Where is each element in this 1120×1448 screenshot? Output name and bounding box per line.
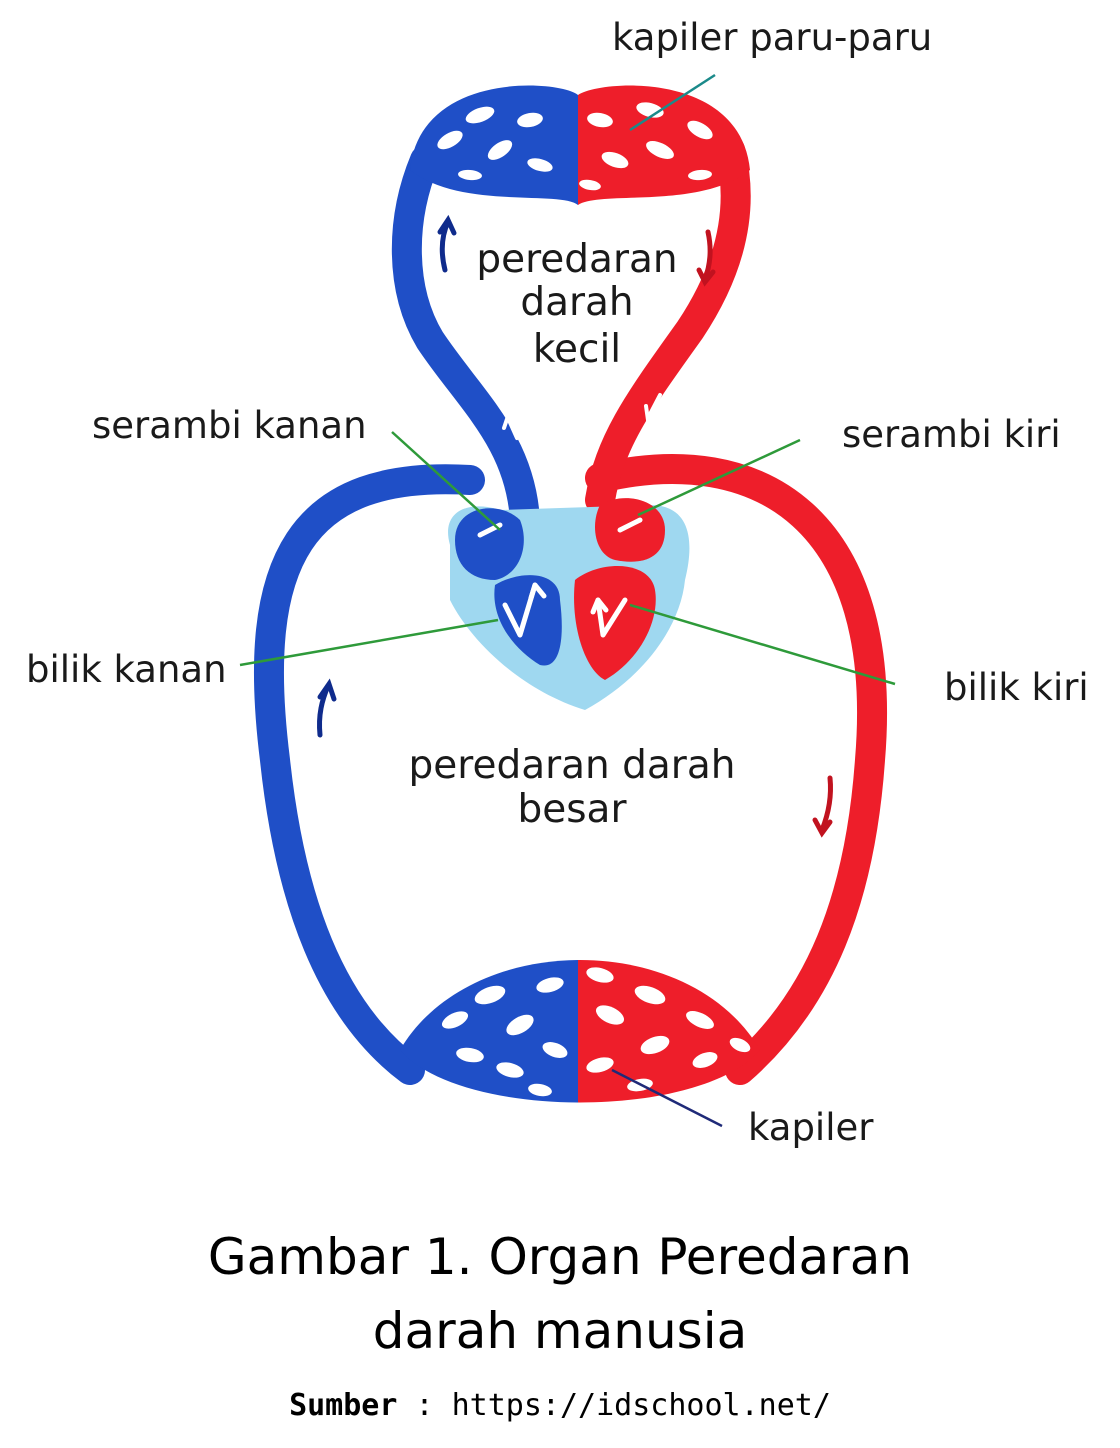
- source-credit: Sumber : https://idschool.net/: [0, 1388, 1120, 1423]
- label-kapiler: kapiler: [748, 1106, 874, 1149]
- body-capillary-bed: [400, 960, 760, 1103]
- pointer-kapiler-paru: [629, 73, 716, 132]
- flow-arrow-systemic-down: [812, 775, 833, 838]
- pulmonary-vein-red: [585, 135, 751, 515]
- label-peredaran-kecil-2: darah: [520, 280, 633, 325]
- flow-arrow-right-down: [696, 229, 716, 287]
- label-serambi-kiri: serambi kiri: [842, 413, 1061, 456]
- label-peredaran-besar-1: peredaran darah: [409, 743, 736, 788]
- heart: [448, 498, 690, 710]
- source-separator: :: [397, 1388, 452, 1423]
- right-atrium: [455, 508, 524, 580]
- pointer-bilik-kanan: [239, 618, 499, 667]
- left-ventricle: [574, 566, 656, 680]
- pointer-kapiler: [611, 1068, 723, 1128]
- label-kapiler-paru: kapiler paru-paru: [612, 16, 932, 59]
- flow-arrow-pulmonary-white-left: [502, 411, 519, 440]
- label-bilik-kiri: bilik kiri: [944, 666, 1089, 709]
- left-atrium: [595, 498, 665, 562]
- label-serambi-kanan: serambi kanan: [92, 404, 367, 447]
- label-peredaran-besar-2: besar: [517, 787, 627, 832]
- source-url[interactable]: https://idschool.net/: [451, 1388, 831, 1423]
- flow-arrow-left-up: [437, 214, 457, 273]
- label-peredaran-kecil-3: kecil: [533, 327, 621, 372]
- systemic-vein-blue: [254, 464, 485, 1085]
- lung-capillary-bed: [410, 85, 750, 205]
- pointer-serambi-kiri: [637, 438, 801, 517]
- pointer-bilik-kiri: [629, 603, 896, 686]
- flow-arrow-systemic-up: [317, 678, 337, 738]
- figure-caption-line1: Gambar 1. Organ Peredaran: [207, 1228, 913, 1286]
- flow-arrow-pulmonary-white-right: [644, 393, 662, 424]
- pointer-serambi-kanan: [391, 431, 501, 531]
- label-bilik-kanan: bilik kanan: [26, 648, 227, 691]
- figure-caption-line2: darah manusia: [372, 1302, 748, 1360]
- label-peredaran-kecil-1: peredaran: [476, 237, 677, 282]
- source-label: Sumber: [289, 1388, 398, 1423]
- pulmonary-artery-blue: [391, 145, 540, 535]
